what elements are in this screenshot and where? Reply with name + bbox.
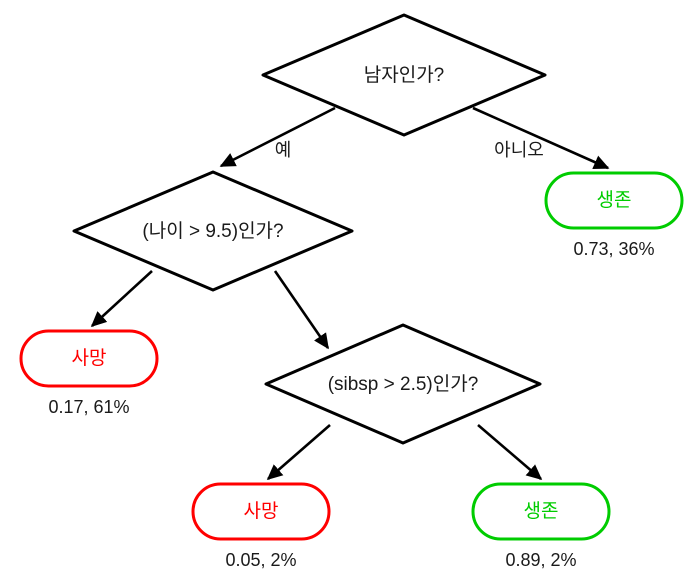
edge-root-yes-line	[219, 106, 336, 168]
edge-sibsp-yes-line	[266, 424, 331, 481]
node-sibsp-decision[interactable]: (sibsp > 2.5)인가?	[264, 323, 542, 445]
node-survived-bottom-stat: 0.89, 2%	[505, 550, 576, 570]
edge-root-no: 아니오	[472, 106, 610, 170]
edge-root-no-label: 아니오	[494, 140, 544, 160]
node-died-bottom-box[interactable]	[191, 482, 331, 541]
node-survived-bottom-box[interactable]	[471, 482, 611, 541]
node-root-label: 남자인가?	[364, 64, 445, 86]
node-root-diamond[interactable]	[261, 13, 547, 137]
node-survived-bottom-label: 생존	[524, 500, 559, 522]
edge-age-yes-line	[90, 270, 153, 328]
node-died-left-leaf[interactable]: 사망 0.17, 61%	[19, 329, 159, 417]
node-survived-right-box[interactable]	[544, 171, 684, 230]
edge-sibsp-yes	[266, 424, 331, 481]
node-died-left-stat: 0.17, 61%	[48, 397, 129, 417]
node-died-bottom-leaf[interactable]: 사망 0.05, 2%	[191, 482, 331, 570]
edge-age-no-line	[273, 270, 330, 350]
node-sibsp-label: (sibsp > 2.5)인가?	[328, 373, 479, 395]
node-survived-right-stat: 0.73, 36%	[573, 239, 654, 259]
node-survived-right-leaf[interactable]: 생존 0.73, 36%	[544, 171, 684, 259]
node-died-left-label: 사망	[72, 347, 107, 369]
edge-root-yes-label: 예	[275, 140, 292, 160]
node-sibsp-diamond[interactable]	[264, 323, 542, 445]
node-age-label: (나이 > 9.5)인가?	[142, 220, 283, 242]
edge-root-yes: 예	[219, 106, 336, 168]
node-survived-right-label: 생존	[597, 189, 632, 211]
edge-root-no-line	[472, 106, 610, 170]
edge-sibsp-no-line	[477, 424, 543, 481]
node-died-left-box[interactable]	[19, 329, 159, 388]
edge-sibsp-no	[477, 424, 543, 481]
node-survived-bottom-leaf[interactable]: 생존 0.89, 2%	[471, 482, 611, 570]
edge-age-no	[273, 270, 330, 350]
node-root-decision[interactable]: 남자인가?	[261, 13, 547, 137]
node-age-decision[interactable]: (나이 > 9.5)인가?	[72, 170, 354, 292]
node-age-diamond[interactable]	[72, 170, 354, 292]
node-died-bottom-stat: 0.05, 2%	[225, 550, 296, 570]
node-died-bottom-label: 사망	[244, 500, 279, 522]
edge-age-yes	[90, 270, 153, 328]
